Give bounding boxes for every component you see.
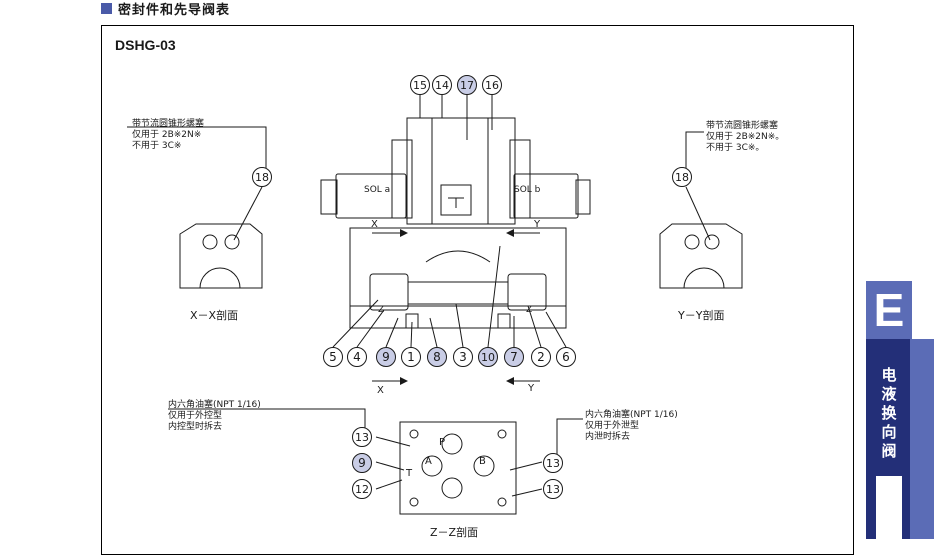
- callout-balloon: [457, 75, 477, 95]
- callout-balloon: [410, 75, 430, 95]
- valve-symbol-icon: [876, 476, 902, 539]
- note-right-orifice: 带节流圆锥形螺塞 仅用于 2B※2N※。 不用于 3C※。: [706, 121, 785, 153]
- callout-balloon: [543, 479, 563, 499]
- callout-balloon: [453, 347, 473, 367]
- zz-section-label: Z－Z剖面: [430, 526, 479, 539]
- port-p-label: P: [439, 437, 446, 448]
- callout-number: 2: [537, 350, 545, 364]
- y-mark-bottom: Y: [528, 383, 535, 394]
- callout-number: 6: [562, 350, 570, 364]
- callout-balloon: [352, 453, 372, 473]
- callout-number: 9: [382, 350, 390, 364]
- solenoid-b: [513, 173, 579, 219]
- section-tab-strip: [910, 339, 934, 539]
- manual-override: [440, 184, 472, 216]
- callout-number: 13: [546, 457, 560, 470]
- callout-number: 13: [355, 431, 369, 444]
- callout-balloon: [531, 347, 551, 367]
- callout-number: 5: [329, 350, 337, 364]
- y-mark-top: Y: [534, 219, 541, 230]
- pilot-valve-body: [406, 117, 516, 225]
- callout-number: 16: [485, 79, 499, 92]
- solenoid-a: [335, 173, 407, 219]
- yy-section-body: [659, 223, 743, 289]
- title-square-icon: [101, 2, 112, 14]
- callout-balloon: [352, 427, 372, 447]
- section-title-text: 密封件和先导阀表: [118, 2, 231, 18]
- callout-balloon: [323, 347, 343, 367]
- callout-balloon: [401, 347, 421, 367]
- xx-section-body: [179, 223, 263, 289]
- callout-number: 8: [433, 350, 441, 364]
- callout-number: 14: [435, 79, 449, 92]
- callout-number: 9: [358, 456, 366, 470]
- main-valve-body: [349, 227, 567, 329]
- callout-number: 3: [459, 350, 467, 364]
- valve-drawing: [127, 94, 743, 515]
- note-left-orifice: 带节流圆锥形螺塞 仅用于 2B※2N※ 不用于 3C※: [132, 119, 205, 151]
- callout-balloon: [478, 347, 498, 367]
- port-b-label: B: [479, 456, 486, 467]
- callout-number: 17: [460, 79, 474, 92]
- callout-balloon: [376, 347, 396, 367]
- section-title: 密封件和先导阀表: [101, 0, 231, 18]
- yy-section-label: Y－Y剖面: [678, 309, 725, 322]
- callout-balloon: [672, 167, 692, 187]
- callout-balloon: [432, 75, 452, 95]
- xx-section-label: X－X剖面: [190, 309, 239, 322]
- model-name: DSHG-03: [115, 37, 176, 53]
- callout-balloon: [482, 75, 502, 95]
- callout-balloon: [352, 479, 372, 499]
- callout-number: 7: [510, 350, 518, 364]
- z-mark-left: Z: [378, 305, 385, 315]
- sol-a-label: SOL a: [364, 185, 391, 195]
- callout-number: 4: [353, 350, 361, 364]
- callout-balloon: [556, 347, 576, 367]
- callout-balloon: [347, 347, 367, 367]
- port-a-label: A: [425, 456, 432, 467]
- callout-number: 13: [546, 483, 560, 496]
- port-t-label: T: [406, 468, 413, 479]
- callout-number: 18: [675, 171, 689, 184]
- callout-balloon: [252, 167, 272, 187]
- x-mark-bottom: X: [377, 385, 384, 396]
- callout-balloon: [543, 453, 563, 473]
- x-mark-top: X: [371, 219, 378, 230]
- main-spool: [407, 281, 509, 305]
- note-right-plug: 内六角油塞(NPT 1/16) 仅用于外泄型 内泄时拆去: [585, 410, 678, 442]
- callout-number: 15: [413, 79, 427, 92]
- callout-balloon: [504, 347, 524, 367]
- sol-b-label: SOL b: [514, 185, 541, 195]
- note-left-plug: 内六角油塞(NPT 1/16) 仅用于外控型 内控型时拆去: [168, 400, 261, 432]
- callout-balloon: [427, 347, 447, 367]
- callout-number: 18: [255, 171, 269, 184]
- section-tab-letter[interactable]: E: [866, 281, 912, 339]
- callout-number: 12: [355, 483, 369, 496]
- callout-number: 1: [407, 350, 415, 364]
- callout-number: 10: [481, 351, 495, 364]
- section-tab-text: 电 液 换 向 阀: [881, 366, 897, 460]
- z-mark-right: Z: [526, 305, 533, 315]
